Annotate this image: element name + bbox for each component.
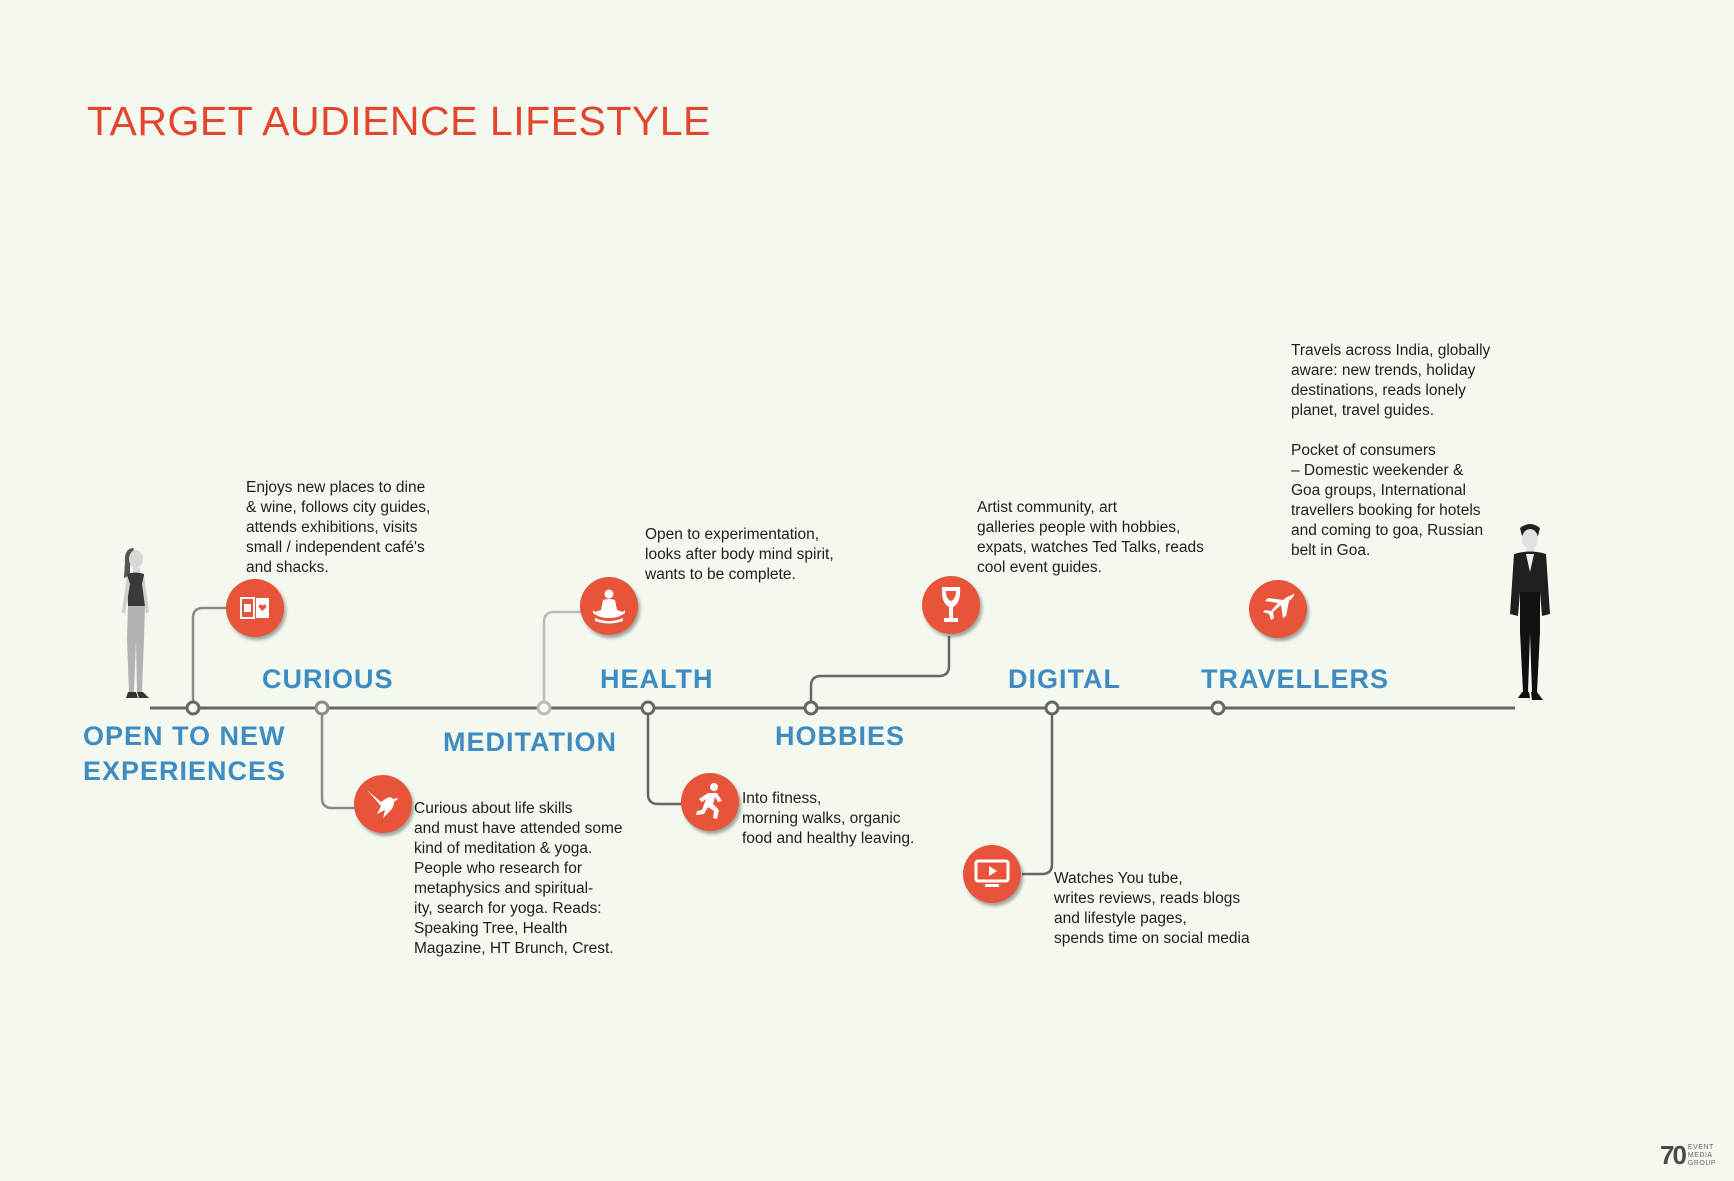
logo-number: 70 <box>1660 1140 1687 1170</box>
connector-digital <box>1022 708 1054 876</box>
node-hobbies <box>803 700 819 716</box>
hummingbird-icon <box>354 775 412 833</box>
node-curious <box>314 700 330 716</box>
connector-curious <box>320 708 355 810</box>
node-health <box>640 700 656 716</box>
woman-figure <box>122 548 149 698</box>
video-screen-icon <box>963 845 1021 903</box>
logo-text: EVENT MEDIA GROUP <box>1687 1143 1717 1167</box>
description-travellers: Travels across India, globally aware: ne… <box>1291 342 1491 559</box>
description-meditation: Open to experimentation, looks after bod… <box>645 526 834 583</box>
company-logo: 70 EVENT MEDIA GROUP <box>1660 1140 1716 1171</box>
connector-open <box>191 606 228 708</box>
runner-icon <box>681 773 739 831</box>
label-digital: DIGITAL <box>1008 664 1121 694</box>
label-meditation: MEDITATION <box>443 727 617 757</box>
node-open <box>185 700 201 716</box>
node-meditation <box>536 700 552 716</box>
airplane-icon <box>1249 580 1307 638</box>
label-travellers: TRAVELLERS <box>1201 664 1390 694</box>
label-open-to-new-experiences: OPEN TO NEW EXPERIENCES <box>83 721 287 786</box>
connector-meditation <box>542 610 582 708</box>
meditation-icon <box>580 577 638 635</box>
label-hobbies: HOBBIES <box>775 721 906 751</box>
man-figure <box>1510 524 1550 700</box>
guide-book-icon <box>226 579 284 637</box>
description-open: Enjoys new places to dine & wine, follow… <box>246 479 431 576</box>
description-health: Into fitness, morning walks, organic foo… <box>742 790 915 847</box>
node-travellers <box>1210 700 1226 716</box>
wine-glass-icon <box>922 576 980 634</box>
connector-health <box>646 708 683 806</box>
label-curious: CURIOUS <box>262 664 394 694</box>
description-digital: Watches You tube, writes reviews, reads … <box>1054 870 1250 947</box>
node-digital <box>1044 700 1060 716</box>
label-health: HEALTH <box>600 664 714 694</box>
page-title: TARGET AUDIENCE LIFESTYLE <box>87 98 711 144</box>
connector-hobbies <box>809 636 951 708</box>
description-hobbies: Artist community, art galleries people w… <box>977 499 1204 576</box>
description-curious: Curious about life skills and must have … <box>414 800 623 957</box>
